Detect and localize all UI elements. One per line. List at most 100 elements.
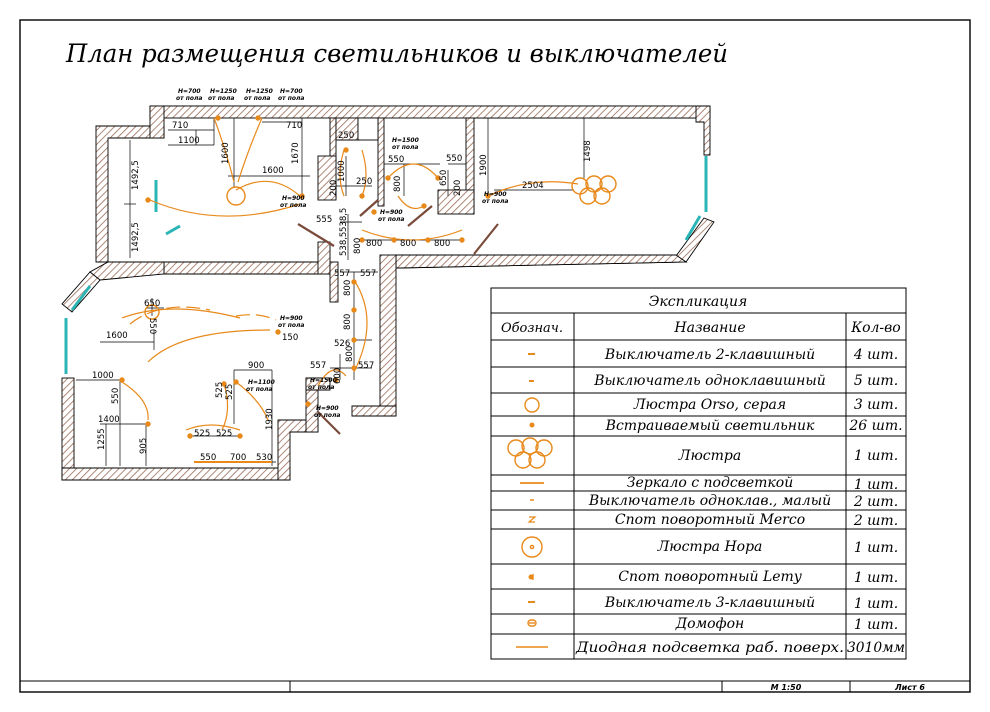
dim-label: 800 <box>434 239 450 249</box>
legend-row-name: Выключатель 3-клавишный <box>604 595 815 611</box>
spot-merco-icon <box>527 516 537 523</box>
dim-label: 557 <box>358 361 374 371</box>
dim-label: 710 <box>286 121 302 131</box>
dim-label: 800 <box>366 239 382 249</box>
height-note: H=1100 <box>248 379 275 386</box>
dim-label: 650 <box>144 299 160 309</box>
dim-label: 650 <box>439 170 449 186</box>
doors <box>297 199 499 435</box>
dim-label: 900 <box>248 361 264 371</box>
dim-label: 1600 <box>262 166 284 176</box>
dim-label: 150 <box>282 333 298 343</box>
orso-chandelier-icon <box>524 397 540 413</box>
wiring-arcs <box>121 117 579 431</box>
dim-label: 525 <box>225 384 235 400</box>
sheet-number: Лист 6 <box>894 683 925 692</box>
height-note: от пола <box>244 95 270 102</box>
sheet-frame <box>19 19 971 693</box>
legend-row-qty: 1 шт. <box>854 570 898 586</box>
dim-label: 550 <box>446 154 462 164</box>
dim-label: 525 <box>216 429 232 439</box>
dim-label: 1000 <box>337 160 347 182</box>
scale-label: М 1:50 <box>771 683 802 692</box>
dim-label: 550 <box>111 388 121 404</box>
legend-col-symbol: Обознач. <box>501 321 563 336</box>
height-note: H=1500 <box>310 377 337 384</box>
dim-label: 800 <box>343 314 353 330</box>
height-note: H=900 <box>280 315 303 322</box>
legend-table <box>490 287 907 660</box>
height-note: от пола <box>392 144 418 151</box>
dim-label: 1498 <box>583 140 593 162</box>
legend-row-name: Домофон <box>675 616 744 632</box>
dim-label: 200 <box>329 180 339 196</box>
dim-label: 800 <box>393 176 403 192</box>
dim-label: 1255 <box>97 428 107 450</box>
legend-row-name: Спот поворотный Lemy <box>618 569 803 585</box>
recessed-light-icon <box>529 422 535 428</box>
dim-label: 800 <box>343 280 353 296</box>
legend-row-name: Люстра <box>678 448 741 464</box>
dim-label: 1492,5 <box>131 160 141 190</box>
fixtures <box>119 115 617 463</box>
dim-label: 1000 <box>92 371 114 381</box>
height-note: H=1250 <box>246 88 273 95</box>
dim-label: 555 <box>316 215 332 225</box>
walls <box>61 105 715 481</box>
dim-label: 1900 <box>479 154 489 176</box>
dim-label: 1930 <box>265 408 275 430</box>
height-note: H=1500 <box>392 137 419 144</box>
legend-col-name: Название <box>673 320 745 336</box>
dim-label: 600 <box>333 368 343 384</box>
dim-label: 538,5 <box>339 208 349 232</box>
height-note: H=900 <box>282 195 305 202</box>
legend-row-qty: 1 шт. <box>854 540 898 556</box>
legend-row-qty: 1 шт. <box>854 448 898 464</box>
legend-row-qty: 26 шт. <box>848 418 902 434</box>
height-note: от пола <box>308 384 334 391</box>
dim-label: 557 <box>360 269 376 279</box>
dim-label: 525 <box>194 429 210 439</box>
dim-label: 530 <box>256 453 272 463</box>
legend-row-name: Спот поворотный Merco <box>615 512 805 528</box>
dim-label: 1600 <box>106 331 128 341</box>
height-note: от пола <box>378 216 404 223</box>
height-note: от пола <box>176 95 202 102</box>
height-note: от пола <box>246 386 272 393</box>
legend-row-qty: 4 шт. <box>853 347 898 363</box>
height-note: от пола <box>208 95 234 102</box>
height-notes: H=700 от пола H=1250 от пола H=1250 от п… <box>176 88 508 419</box>
dim-label: 800 <box>345 346 355 362</box>
dim-label: 557 <box>310 361 326 371</box>
dim-label: 1100 <box>178 136 200 146</box>
legend-row-qty: 3010мм <box>847 640 905 656</box>
dim-label: 700 <box>230 453 246 463</box>
dim-label: 550 <box>200 453 216 463</box>
height-note: от пола <box>280 202 306 209</box>
height-note: H=1250 <box>210 88 237 95</box>
height-note: от пола <box>278 322 304 329</box>
legend-row-qty: 2 шт. <box>853 494 898 510</box>
dim-label: 800 <box>353 238 363 254</box>
height-note: H=900 <box>316 405 339 412</box>
nora-chandelier-icon <box>521 536 543 558</box>
dim-label: 250 <box>356 177 372 187</box>
legend-row-name: Зеркало с подсветкой <box>627 475 793 491</box>
legend-row-qty: 1 шт. <box>854 596 898 612</box>
legend-row-name: Люстра Orso, серая <box>633 397 786 413</box>
legend-row-qty: 5 шт. <box>854 373 898 389</box>
spot-lemy-icon <box>528 574 534 580</box>
legend-row-name: Встраиваемый светильник <box>605 418 815 434</box>
legend-row-qty: 2 шт. <box>853 513 898 529</box>
legend-row-name: Выключатель одноклав., малый <box>588 493 831 509</box>
dim-label: 550 <box>388 155 404 165</box>
dim-label: 526 <box>334 339 350 349</box>
dim-label: 525 <box>215 382 225 398</box>
dimension-labels: 710 1100 1600 1600 1670 710 1492,5 1492,… <box>92 121 593 463</box>
legend-row-name: Выключатель 2-клавишный <box>604 347 815 363</box>
legend-row-name: Выключатель одноклавишный <box>593 373 826 389</box>
dim-label: 1400 <box>98 415 120 425</box>
legend-row-qty: 1 шт. <box>854 617 898 633</box>
height-note: от пола <box>482 198 508 205</box>
